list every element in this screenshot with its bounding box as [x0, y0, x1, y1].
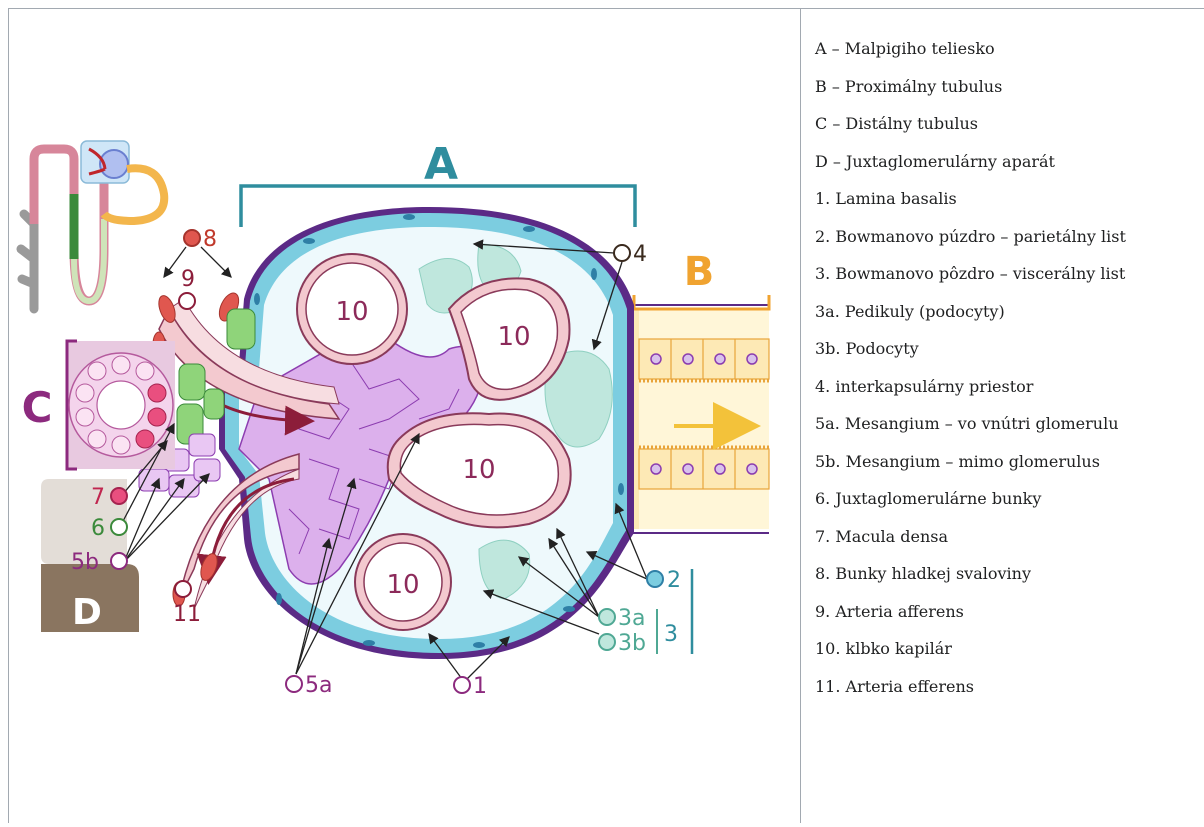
- label-10-c: 10: [462, 455, 495, 485]
- distal-tubulus: C: [22, 341, 175, 469]
- legend-item-A: A – Malpigiho teliesko: [815, 30, 1204, 68]
- legend-item-3: 3. Bowmanovo pôzdro – viscerálny list: [815, 255, 1204, 293]
- svg-text:11: 11: [173, 602, 201, 627]
- legend-item-C: C – Distálny tubulus: [815, 105, 1204, 143]
- legend-item-B: B – Proximálny tubulus: [815, 68, 1204, 106]
- label-3b: 3b: [599, 631, 646, 656]
- svg-text:9: 9: [181, 267, 195, 292]
- label-B: B: [684, 249, 715, 295]
- label-A: A: [424, 139, 458, 190]
- legend-item-5b: 5b. Mesangium – mimo glomerulus: [815, 443, 1204, 481]
- legend-item-2: 2. Bowmanovo púzdro – parietálny list: [815, 218, 1204, 256]
- svg-text:6: 6: [91, 516, 105, 541]
- label-3a: 3a: [599, 606, 645, 631]
- svg-text:5b: 5b: [71, 550, 99, 575]
- label-10-d: 10: [386, 570, 419, 600]
- legend-item-11: 11. Arteria efferens: [815, 668, 1204, 706]
- legend-list: A – Malpigiho teliesko B – Proximálny tu…: [815, 30, 1204, 705]
- legend-item-5a: 5a. Mesangium – vo vnútri glomerulu: [815, 405, 1204, 443]
- legend-item-8: 8. Bunky hladkej svaloviny: [815, 555, 1204, 593]
- legend-item-9: 9. Arteria afferens: [815, 593, 1204, 631]
- svg-text:3b: 3b: [618, 631, 646, 656]
- legend-item-3b: 3b. Podocyty: [815, 330, 1204, 368]
- label-4: 4: [614, 242, 647, 267]
- label-10-b: 10: [497, 322, 530, 352]
- svg-text:7: 7: [91, 485, 105, 510]
- legend-item-3a: 3a. Pedikuly (podocyty): [815, 293, 1204, 331]
- glomerulus-illustration: A B: [9, 9, 799, 823]
- label-2: 2: [647, 568, 681, 593]
- glomerulus-diagram: A B: [9, 9, 799, 823]
- label-10-a: 10: [335, 297, 368, 327]
- label-C: C: [22, 383, 53, 432]
- label-3: 3: [664, 622, 678, 647]
- svg-text:2: 2: [667, 568, 681, 593]
- svg-text:5a: 5a: [305, 673, 332, 698]
- legend-item-1: 1. Lamina basalis: [815, 180, 1204, 218]
- legend-item-D: D – Juxtaglomerulárny aparát: [815, 143, 1204, 181]
- svg-text:1: 1: [473, 674, 487, 699]
- column-divider: [800, 8, 801, 823]
- label-9: 9: [179, 267, 195, 309]
- label-11: 11: [173, 581, 201, 627]
- label-1: 1: [454, 674, 487, 699]
- svg-text:8: 8: [203, 227, 217, 252]
- legend-item-6: 6. Juxtaglomerulárne bunky: [815, 480, 1204, 518]
- label-8: 8: [184, 227, 217, 252]
- svg-text:3a: 3a: [618, 606, 645, 631]
- label-5a: 5a: [286, 673, 332, 698]
- nephron-overview-icon: [21, 141, 164, 309]
- label-D: D: [72, 592, 102, 633]
- legend-item-7: 7. Macula densa: [815, 518, 1204, 556]
- legend-item-4: 4. interkapsulárny priestor: [815, 368, 1204, 406]
- svg-text:3: 3: [664, 622, 678, 647]
- legend-item-10: 10. klbko kapilár: [815, 630, 1204, 668]
- svg-text:4: 4: [633, 242, 647, 267]
